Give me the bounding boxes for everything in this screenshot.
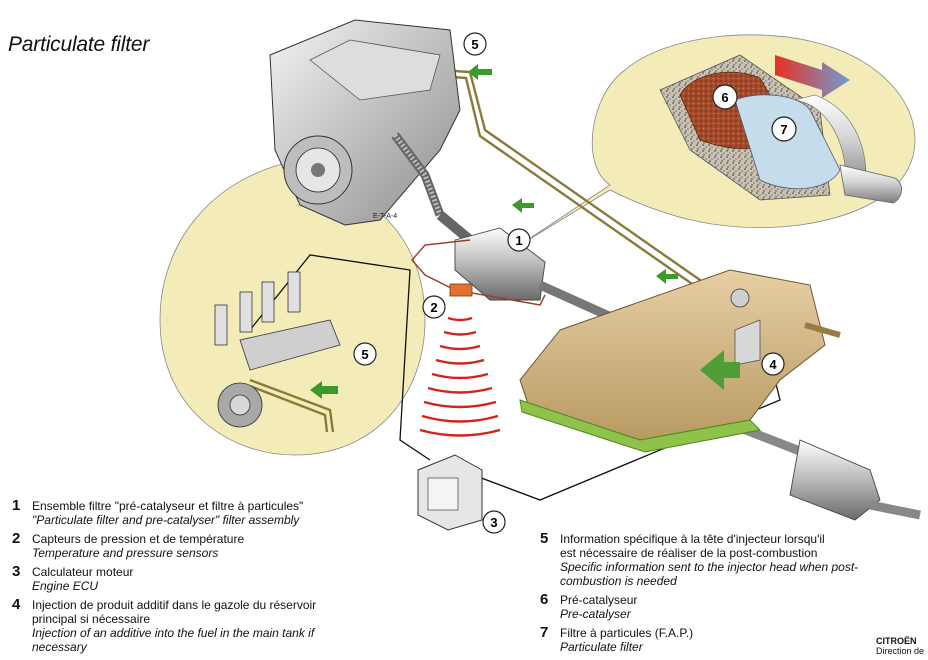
legend-text-fr: Capteurs de pression et de température xyxy=(32,532,245,546)
legend-text-en: Specific information sent to the injecto… xyxy=(560,560,859,588)
legend-number: 1 xyxy=(12,497,21,514)
svg-text:2: 2 xyxy=(430,300,437,315)
engine-code-label: E-T-A-4 xyxy=(373,213,397,220)
svg-text:5: 5 xyxy=(361,347,368,362)
callout-4: 4 xyxy=(761,352,785,376)
brand-subtitle: Direction de xyxy=(875,646,924,656)
legend-text-fr: Injection de produit additif dans le gaz… xyxy=(32,598,317,626)
legend-number: 4 xyxy=(12,596,21,613)
green-arrow-tank xyxy=(656,269,678,284)
callouts: 1 2 3 4 5 5 6 7 xyxy=(353,32,797,534)
legend-text-en: Engine ECU xyxy=(32,579,99,593)
green-arrow-tube xyxy=(512,198,534,213)
svg-text:7: 7 xyxy=(780,122,787,137)
svg-text:3: 3 xyxy=(490,515,497,530)
legend-text-en: "Particulate filter and pre-catalyser" f… xyxy=(32,513,300,527)
svg-text:1: 1 xyxy=(515,233,522,248)
flow-arrows xyxy=(310,64,740,399)
legend-number: 3 xyxy=(12,563,21,580)
signal-waves xyxy=(419,316,501,437)
engine: E-T-A-4 xyxy=(269,19,461,226)
injector-cluster xyxy=(214,271,341,428)
green-arrow-bubble xyxy=(310,381,338,399)
callout-5-engine: 5 xyxy=(463,32,487,56)
legend-number: 5 xyxy=(540,530,549,547)
brand-mark: CITROËN Direction de xyxy=(876,636,924,656)
legend-text-fr: Filtre à particules (F.A.P.) xyxy=(560,626,694,640)
legend-text-en: Pre-catalyser xyxy=(560,607,631,621)
legend-number: 7 xyxy=(540,624,549,641)
callout-2: 2 xyxy=(422,295,446,319)
svg-text:6: 6 xyxy=(721,90,728,105)
green-arrow-5-top xyxy=(468,64,492,80)
callout-5-injectors: 5 xyxy=(353,342,377,366)
legend-text-en: Temperature and pressure sensors xyxy=(32,546,219,560)
fuel-tank xyxy=(519,269,841,453)
sensor-loop xyxy=(411,239,546,306)
legend-number: 2 xyxy=(12,530,21,547)
legend-number: 6 xyxy=(540,591,549,608)
filter-cutaway xyxy=(659,54,902,204)
page-title: Particulate filter xyxy=(8,33,150,56)
green-arrow-additive xyxy=(700,350,740,390)
legend-text-en: Injection of an additive into the fuel i… xyxy=(32,626,315,654)
callout-7: 7 xyxy=(771,116,797,142)
callout-6: 6 xyxy=(712,84,738,110)
legend-text-fr: Ensemble filtre "pré-catalyseur et filtr… xyxy=(32,499,304,513)
svg-text:5: 5 xyxy=(471,37,478,52)
pressure-temp-sensor xyxy=(449,283,473,297)
svg-text:4: 4 xyxy=(769,357,777,372)
callout-3: 3 xyxy=(482,510,506,534)
legend-text-fr: Information spécifique à la tête d'injec… xyxy=(560,532,825,560)
legend-text-en: Particulate filter xyxy=(560,640,643,654)
legend-text-fr: Calculateur moteur xyxy=(32,565,134,579)
brand-name: CITROËN xyxy=(875,636,917,646)
legend-text-fr: Pré-catalyseur xyxy=(560,593,638,607)
callout-1: 1 xyxy=(507,228,531,252)
engine-ecu xyxy=(417,454,483,531)
